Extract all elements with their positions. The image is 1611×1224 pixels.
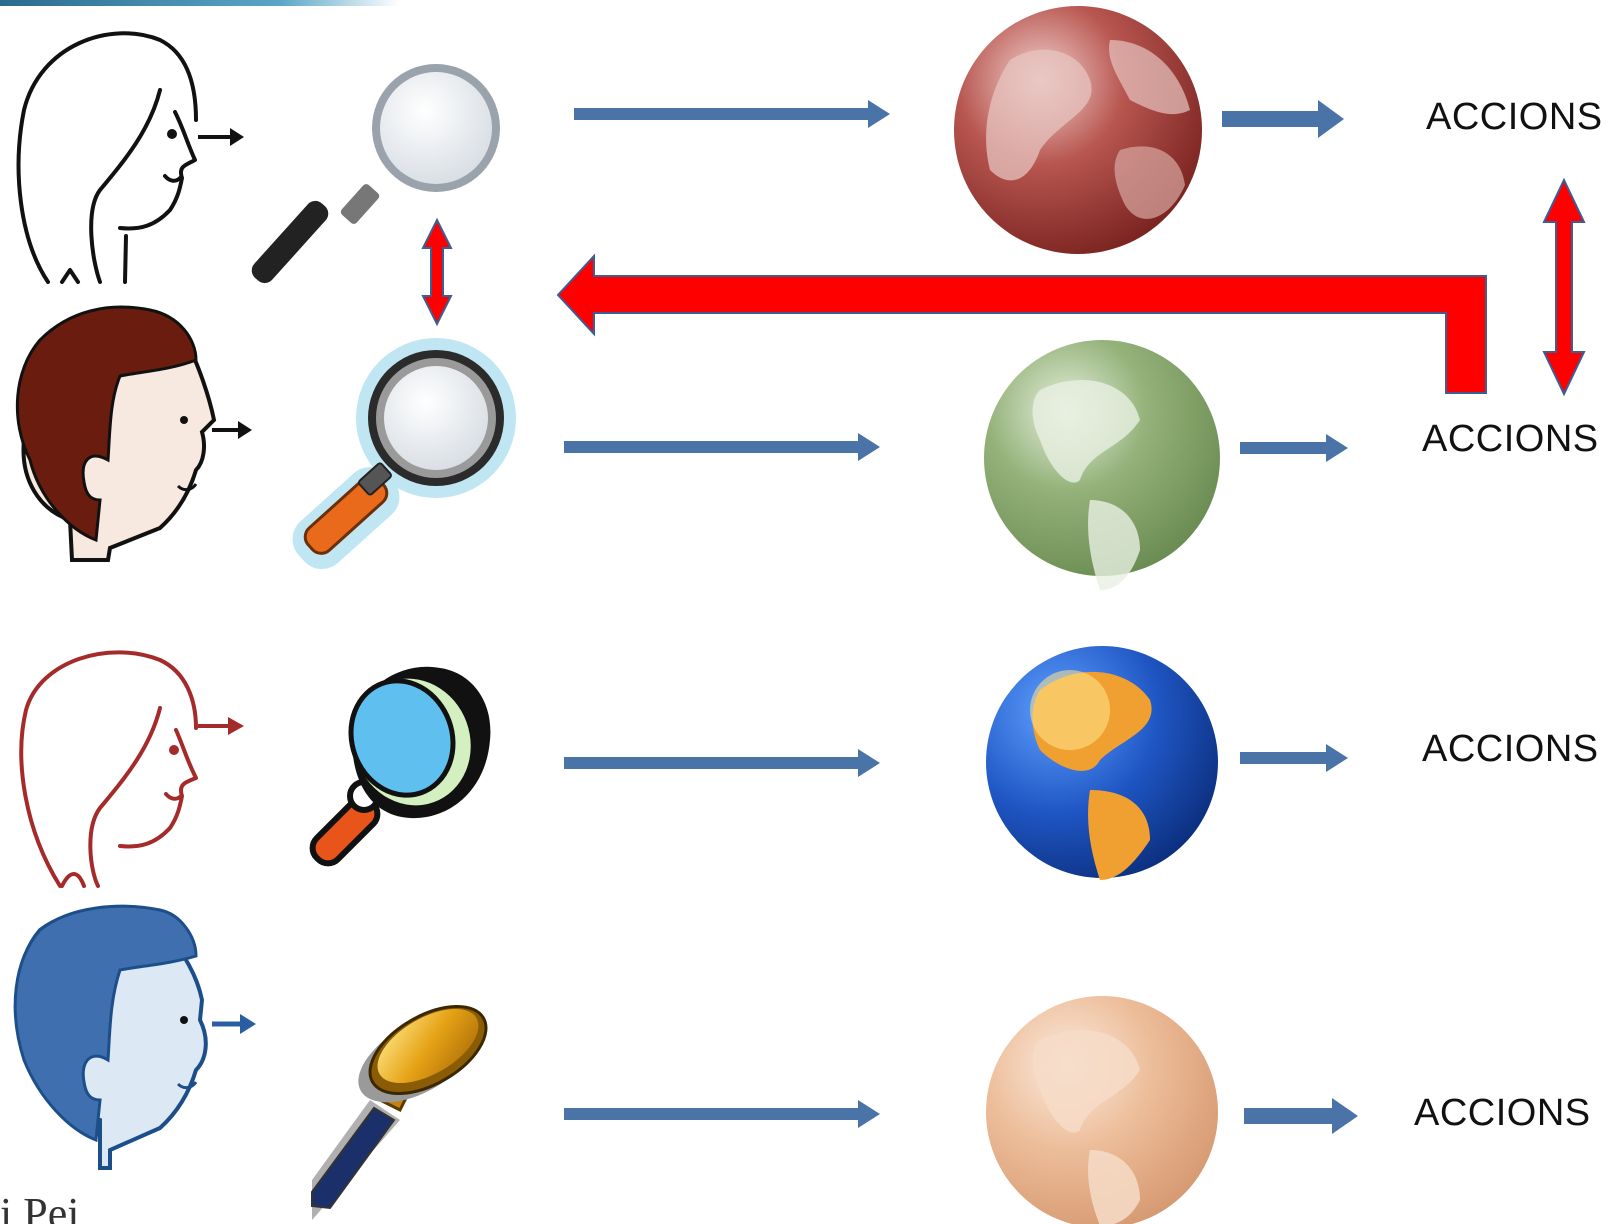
- globe-green-icon: [984, 340, 1220, 590]
- globe-peach-icon: [986, 996, 1218, 1224]
- header-accent-bar: [0, 0, 400, 6]
- footer-fragment-text: i Pei: [0, 1192, 80, 1224]
- row-3: [19, 646, 1348, 888]
- flow-arrow-2a: [564, 433, 880, 461]
- flow-arrow-1b: [1222, 100, 1344, 138]
- feedback-arrow-vertical-small: [421, 217, 453, 327]
- gaze-arrow-icon: [212, 421, 252, 439]
- magnifier-classic-icon: [251, 64, 500, 284]
- action-label-row-1: ACCIONS: [1426, 96, 1603, 138]
- flow-arrow-2b: [1240, 434, 1348, 462]
- magnifier-blue-cartoon-icon: [309, 666, 491, 867]
- gaze-arrow-icon: [198, 717, 244, 735]
- woman-outline-red-icon: [19, 650, 198, 888]
- flow-arrow-3a: [564, 749, 880, 777]
- flow-arrow-3b: [1240, 744, 1348, 772]
- flow-arrow-4b: [1244, 1098, 1358, 1134]
- gaze-arrow-icon: [212, 1014, 256, 1034]
- globe-blue-icon: [986, 646, 1218, 880]
- flow-arrow-4a: [564, 1100, 880, 1128]
- action-label-row-2: ACCIONS: [1422, 418, 1599, 460]
- feedback-arrow-vertical-right: [1542, 177, 1586, 397]
- globe-red-icon: [954, 6, 1202, 254]
- man-brown-hair-icon: [15, 305, 217, 562]
- feedback-arrow-horizontal: [556, 253, 1487, 394]
- magnifier-orange-handle-icon: [292, 338, 516, 570]
- action-label-row-4: ACCIONS: [1414, 1092, 1591, 1134]
- row-2: [15, 305, 1348, 590]
- row-1: [16, 6, 1344, 284]
- woman-outline-icon: [16, 31, 198, 284]
- man-blue-icon: [13, 904, 208, 1170]
- magnifier-gold-icon: [311, 1005, 488, 1220]
- row-4: [13, 904, 1358, 1224]
- action-label-row-3: ACCIONS: [1422, 728, 1599, 770]
- flow-arrow-1a: [574, 100, 890, 128]
- gaze-arrow-icon: [198, 128, 244, 146]
